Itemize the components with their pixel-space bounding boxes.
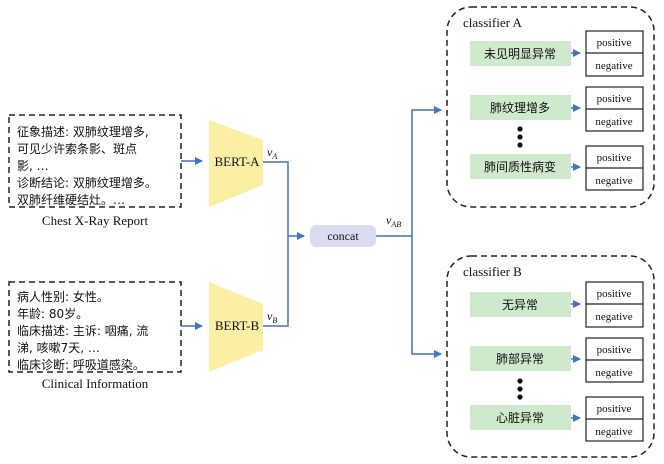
classifier-b-label-1: 无异常 xyxy=(502,298,538,312)
clinical-line-3: 临床描述: 主诉: 咽痛, 流 xyxy=(17,323,148,338)
bert-b-to-concat-line xyxy=(263,236,289,327)
classifier-b-negative-1: negative xyxy=(595,311,632,323)
vb-label: vB xyxy=(267,309,277,325)
clinical-caption: Clinical Information xyxy=(42,376,149,391)
report-line-2: 可见少许索条影、斑点 xyxy=(17,142,137,156)
classifier-a-row-3: 肺间质性病变 positive negative xyxy=(470,145,644,191)
classifier-b-panel: classifier B 无异常 positive negative 肺部异常 … xyxy=(446,255,655,458)
classifier-a-ellipsis xyxy=(517,126,523,148)
bert-a-to-concat-arrow xyxy=(263,161,305,240)
classifier-a-positive-3: positive xyxy=(597,152,632,164)
classifier-a-negative-1: negative xyxy=(595,60,632,72)
classifier-a-label-1: 未见明显异常 xyxy=(484,47,556,61)
classifier-a-panel: classifier A 未见明显异常 positive negative 肺纹… xyxy=(446,6,655,208)
classifier-a-negative-2: negative xyxy=(595,116,632,128)
clinical-line-4: 涕, 咳嗽7天, … xyxy=(17,341,100,355)
classifier-b-label-2: 肺部异常 xyxy=(496,351,544,366)
clinical-information-box: 病人性别: 女性。 年龄: 80岁。 临床描述: 主诉: 咽痛, 流 涕, 咳嗽… xyxy=(8,281,182,373)
classifier-b-ellipsis xyxy=(517,378,523,400)
classifier-a-positive-1: positive xyxy=(597,37,632,49)
vab-label: vAB xyxy=(386,213,401,229)
report-line-5: 双肺纤维硬结灶。… xyxy=(17,193,125,207)
report-line-4: 诊断结论: 双肺纹理增多。 xyxy=(17,175,157,190)
clinical-line-1: 病人性别: 女性。 xyxy=(17,289,109,304)
va-label: vA xyxy=(267,145,277,161)
concat-to-classifier-b-arrow xyxy=(411,236,442,358)
concat-label: concat xyxy=(327,229,359,243)
concat-to-classifier-a-arrow xyxy=(376,106,442,237)
classifier-a-row-1: 未见明显异常 positive negative xyxy=(470,30,644,77)
classifier-b-row-1: 无异常 positive negative xyxy=(470,281,644,328)
bert-a-encoder: BERT-A xyxy=(209,120,263,207)
classifier-b-label-3: 心脏异常 xyxy=(496,410,544,425)
bert-a-label: BERT-A xyxy=(215,154,261,169)
classifier-b-row-3: 心脏异常 positive negative xyxy=(470,396,644,442)
classifier-a-label-3: 肺间质性病变 xyxy=(484,159,556,174)
classifier-a-label-2: 肺纹理增多 xyxy=(490,101,550,115)
classifier-b-negative-3: negative xyxy=(595,426,632,438)
classifier-b-positive-1: positive xyxy=(597,288,632,300)
bert-b-encoder: BERT-B xyxy=(209,282,263,372)
classifier-a-negative-3: negative xyxy=(595,175,632,187)
classifier-b-negative-2: negative xyxy=(595,367,632,379)
concat-node: concat xyxy=(310,225,376,247)
clinical-line-5: 临床诊断: 呼吸道感染。 xyxy=(17,357,145,372)
classifier-b-positive-3: positive xyxy=(597,403,632,415)
report-line-3: 影, … xyxy=(17,159,49,173)
classifier-a-positive-2: positive xyxy=(597,93,632,105)
classifier-a-row-2: 肺纹理增多 positive negative xyxy=(470,86,644,132)
report-line-1: 征象描述: 双肺纹理增多, xyxy=(17,125,149,139)
classifier-b-positive-2: positive xyxy=(597,344,632,356)
classifier-b-row-2: 肺部异常 positive negative xyxy=(470,337,644,383)
report-caption: Chest X-Ray Report xyxy=(42,213,149,228)
clinical-line-2: 年龄: 80岁。 xyxy=(17,306,88,321)
classifier-a-title: classifier A xyxy=(463,15,522,30)
classifier-b-title: classifier B xyxy=(463,264,522,279)
bert-b-label: BERT-B xyxy=(215,318,260,333)
chest-xray-report-box: 征象描述: 双肺纹理增多, 可见少许索条影、斑点 影, … 诊断结论: 双肺纹理… xyxy=(8,114,182,208)
